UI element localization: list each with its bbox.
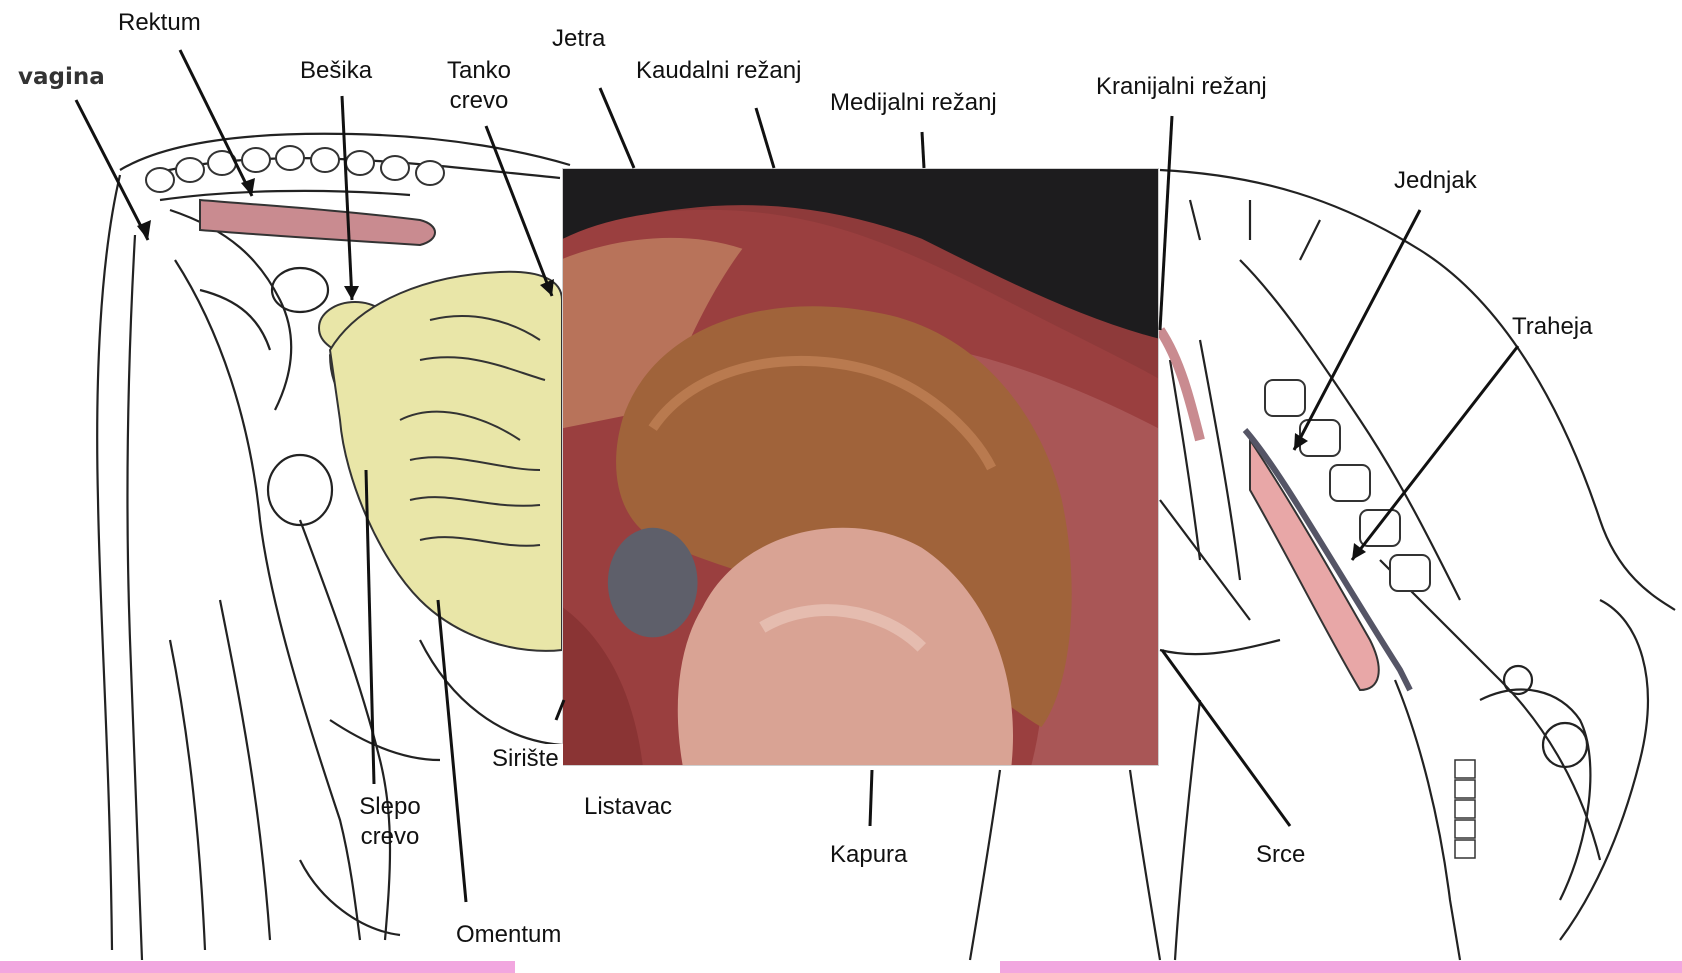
- label-medijalni-rezanj: Medijalni režanj: [830, 88, 997, 118]
- label-omentum: Omentum: [456, 920, 561, 950]
- label-besika: Bešika: [300, 56, 372, 86]
- label-slepo-crevo: Slepo crevo: [350, 792, 430, 852]
- label-jednjak: Jednjak: [1394, 166, 1477, 196]
- label-slepo-crevo-line2: crevo: [350, 822, 430, 852]
- label-kaudalni-rezanj: Kaudalni režanj: [636, 56, 801, 86]
- label-kapura: Kapura: [830, 840, 907, 870]
- label-siriste: Sirište: [488, 744, 563, 774]
- label-traheja: Traheja: [1512, 312, 1592, 342]
- label-tanko-crevo-line2: crevo: [440, 86, 518, 116]
- label-jetra: Jetra: [552, 24, 605, 54]
- label-vagina: vagina: [18, 62, 105, 92]
- pink-bar-right: [1000, 961, 1682, 973]
- label-slepo-crevo-line1: Slepo: [350, 792, 430, 822]
- label-tanko-crevo: Tanko crevo: [440, 56, 518, 116]
- label-rektum: Rektum: [118, 8, 201, 38]
- label-tanko-crevo-line1: Tanko: [440, 56, 518, 86]
- pink-bar-left: [0, 961, 515, 973]
- label-listavac: Listavac: [584, 792, 672, 822]
- label-srce: Srce: [1256, 840, 1305, 870]
- label-kranijalni-rezanj: Kranijalni režanj: [1096, 72, 1267, 102]
